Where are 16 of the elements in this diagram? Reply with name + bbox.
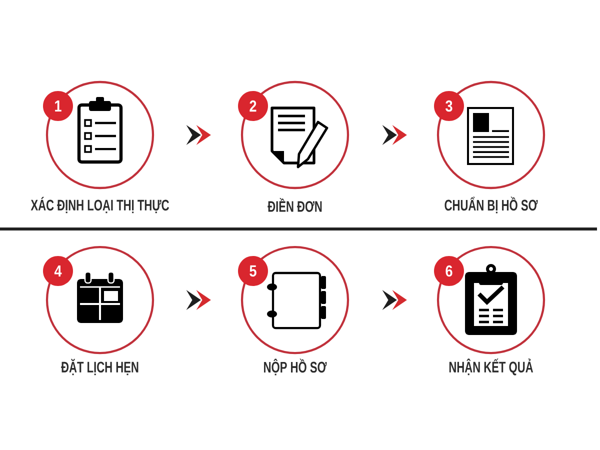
number-badge: 4: [43, 256, 73, 286]
number-badge: 1: [43, 91, 73, 121]
chevron-arrow: [382, 290, 407, 310]
step-label: NỘP HỒ SƠ: [264, 358, 327, 376]
step-label: XÁC ĐỊNH LOẠI THỊ THỰC: [30, 196, 169, 214]
step-label: CHUẨN BỊ HỒ SƠ: [444, 196, 538, 214]
step-label: ĐIỀN ĐƠN: [268, 198, 322, 212]
number-badge: 3: [434, 91, 464, 121]
chevron-arrow: [382, 125, 407, 145]
number-badge: 5: [238, 256, 268, 286]
step-label: ĐẶT LỊCH HẸN: [61, 358, 138, 376]
chevron-arrow: [186, 125, 211, 145]
step-label: NHẬN KẾT QUẢ: [449, 358, 533, 376]
number-badge: 2: [238, 91, 268, 121]
chevron-arrow: [186, 290, 211, 310]
number-badge: 6: [434, 256, 464, 286]
